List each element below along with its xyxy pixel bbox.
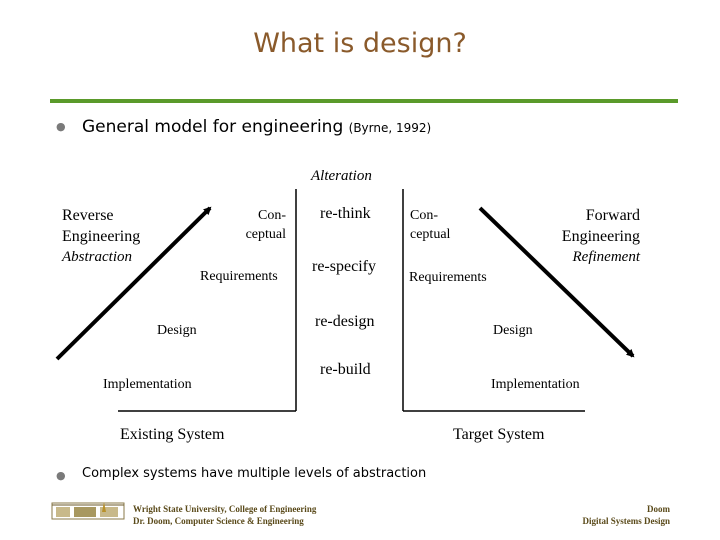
right-design-label: Design (493, 323, 533, 338)
left-requirements-label: Requirements (200, 269, 278, 284)
left-design-label: Design (157, 323, 197, 338)
title-divider (50, 99, 678, 103)
existing-system-label: Existing System (120, 426, 225, 443)
reverse-engineering-title: Reverse Engineering Abstraction (62, 205, 140, 268)
footer-right-line2: Digital Systems Design (582, 516, 671, 526)
right-conceptual-line2: ceptual (410, 227, 451, 242)
left-conceptual-label: Con- ceptual (226, 206, 286, 244)
alteration-label: Alteration (311, 168, 372, 184)
footer-right-line1: Doom (647, 504, 670, 514)
abstraction-label: Abstraction (62, 249, 132, 265)
bullet-complex-systems: Complex systems have multiple levels of … (82, 466, 427, 481)
footer-left-line2: Dr. Doom, Computer Science & Engineering (133, 516, 304, 526)
right-implementation-label: Implementation (491, 377, 580, 392)
left-conceptual-line2: ceptual (245, 227, 286, 242)
refinement-label: Refinement (572, 249, 640, 265)
page-title: What is design? (253, 28, 467, 59)
right-conceptual-label: Con- ceptual (410, 206, 450, 244)
reverse-title-line1: Reverse (62, 207, 114, 224)
citation: (Byrne, 1992) (348, 121, 432, 135)
forward-title-line2: Engineering (561, 228, 640, 245)
right-conceptual-line1: Con- (410, 208, 438, 223)
reverse-title-line2: Engineering (62, 228, 141, 245)
target-system-label: Target System (453, 426, 545, 443)
re-think-label: re-think (320, 205, 371, 222)
bullet-icon: ● (56, 469, 66, 482)
refinement-arrow (478, 206, 635, 358)
bullet-general-model: General model for engineering (Byrne, 19… (82, 117, 431, 137)
left-implementation-label: Implementation (103, 377, 192, 392)
abstraction-arrow (55, 206, 212, 361)
right-requirements-label: Requirements (409, 270, 487, 285)
bullet-text: General model for engineering (82, 117, 344, 137)
re-specify-label: re-specify (312, 258, 376, 275)
footer-right: Doom Digital Systems Design (540, 503, 671, 527)
bullet-icon: ● (56, 120, 66, 133)
footer-left: Wright State University, College of Engi… (133, 503, 316, 527)
re-design-label: re-design (315, 313, 375, 330)
left-conceptual-line1: Con- (258, 208, 286, 223)
forward-title-line1: Forward (585, 207, 640, 224)
re-build-label: re-build (320, 361, 371, 378)
footer-left-line1: Wright State University, College of Engi… (133, 504, 317, 514)
forward-engineering-title: Forward Engineering Refinement (540, 205, 640, 268)
